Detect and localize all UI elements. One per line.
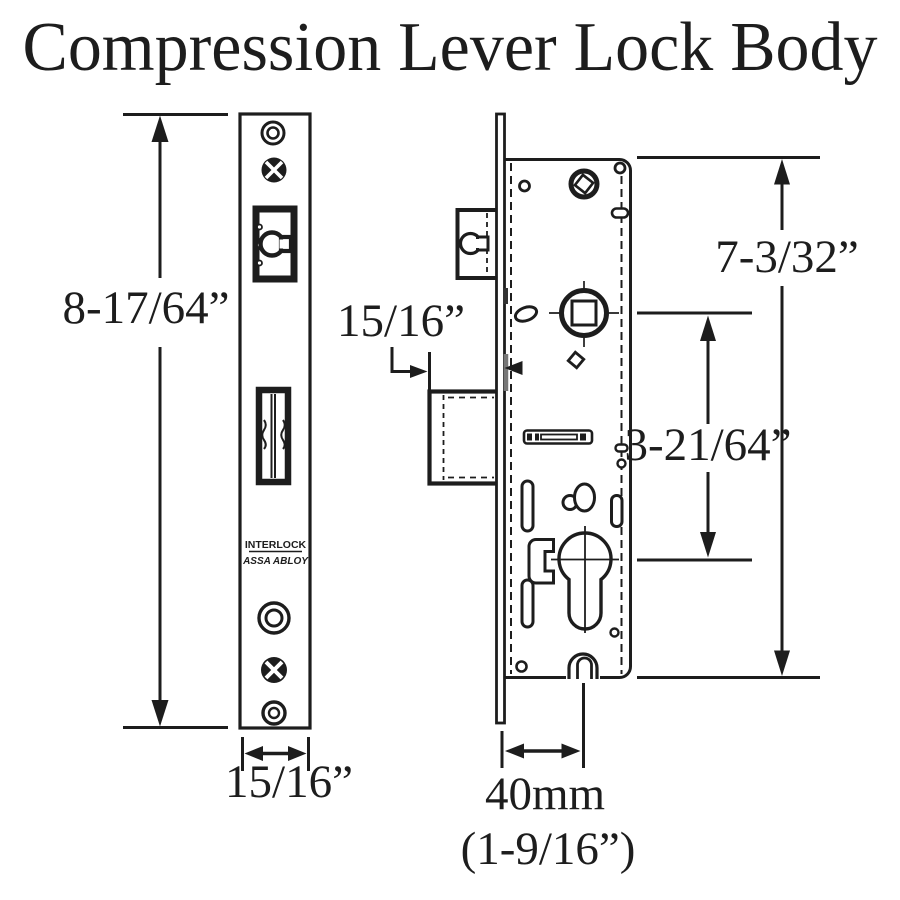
phillips-screw-bottom <box>261 657 287 683</box>
arrow-left <box>244 746 263 761</box>
cylinder-retainer-bracket <box>527 538 555 585</box>
small-hole-bottom-right <box>609 627 620 638</box>
bolt-serration-left <box>261 419 267 450</box>
deadbolt-slot-front <box>255 386 292 486</box>
dim-label-bolt-projection: 15/16” <box>337 295 465 347</box>
mounting-hole-bottom-2 <box>261 700 287 726</box>
small-hole-bottom-left <box>515 660 528 673</box>
dim-hub-to-cylinder: 3-21/64” <box>624 311 792 562</box>
arrow-down <box>700 532 716 558</box>
faceplate-edge-view <box>495 112 506 725</box>
arrow-left <box>505 743 524 759</box>
euro-cylinder-hole <box>551 526 619 633</box>
spindle-square-hole <box>570 299 598 327</box>
case-bottom-notch <box>566 652 600 682</box>
spindle-hub <box>549 281 619 347</box>
pivot-holes <box>561 482 596 513</box>
case-hole-top-right <box>613 161 627 175</box>
edge-tab <box>610 207 630 219</box>
lock-body-side-view <box>427 112 632 725</box>
brand-assa-abloy: ASSA ABLOY <box>242 556 309 567</box>
mounting-hole-bottom-1 <box>257 601 291 635</box>
latch-seam-mask <box>279 239 285 249</box>
guide-slot-right <box>610 494 624 528</box>
slide-bar <box>522 429 594 445</box>
dim-bolt-projection: 15/16” <box>337 295 465 393</box>
dim-faceplate-height: 8-17/64” <box>62 113 230 729</box>
deadbolt-side <box>427 389 503 486</box>
dim-label-faceplate-height: 8-17/64” <box>62 282 229 334</box>
small-hole <box>616 458 627 469</box>
dim-case-height: 7-3/32” <box>637 156 859 679</box>
small-square-hole <box>566 350 586 370</box>
square-screw-boss <box>568 168 600 200</box>
arrow-right <box>410 365 428 378</box>
serration-bump <box>256 259 263 267</box>
dim-label-hub-to-cylinder: 3-21/64” <box>624 419 791 471</box>
arrow-right <box>561 743 581 759</box>
lever-slot <box>513 305 539 323</box>
latch-bolt-side <box>455 208 502 280</box>
guide-slot-lower-left <box>520 578 535 629</box>
dim-label-backset-mm: 40mm <box>485 768 605 820</box>
bolt-serration-right <box>280 419 286 450</box>
mounting-hole-top <box>260 120 286 146</box>
arrow-down <box>151 700 169 727</box>
edge-hook <box>614 443 629 453</box>
arrow-up <box>151 115 169 142</box>
phillips-screw-top <box>261 157 287 183</box>
brand-interlock: INTERLOCK <box>245 539 307 551</box>
dim-faceplate-width: 15/16” <box>225 737 353 808</box>
page-title: Compression Lever Lock Body <box>23 9 878 86</box>
case-hole-top-left <box>518 179 531 193</box>
guide-slot-upper-left <box>520 479 535 533</box>
dim-label-backset-in: (1-9/16”) <box>461 823 636 875</box>
arrow-down <box>774 650 790 676</box>
arrow-left-at-plate <box>504 361 523 375</box>
arrow-up <box>774 159 790 185</box>
arrow-right <box>288 746 307 761</box>
faceplate-front-view: INTERLOCK ASSA ABLOY <box>238 112 312 730</box>
arrow-up <box>700 315 716 341</box>
serration-bump <box>256 223 263 231</box>
dim-label-case-height: 7-3/32” <box>715 231 859 283</box>
dim-backset: 40mm (1-9/16”) <box>461 683 636 875</box>
compression-latch-cutout <box>252 205 298 283</box>
brand-block: INTERLOCK ASSA ABLOY <box>242 539 309 567</box>
dim-label-faceplate-width: 15/16” <box>225 756 353 808</box>
